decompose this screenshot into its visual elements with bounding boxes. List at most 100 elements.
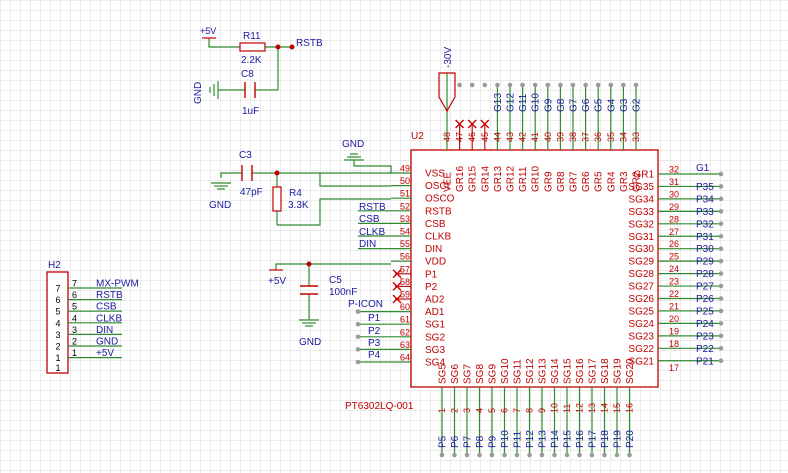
- ic-pin-name: SG28: [628, 269, 654, 280]
- net-end-dot: [718, 246, 724, 251]
- din-ic-net-label: DIN: [359, 239, 376, 250]
- ic-pin-number: 9: [537, 408, 547, 413]
- c8-capacitor[interactable]: [244, 82, 256, 98]
- ic-pin-number: 61: [400, 315, 410, 325]
- net-end-dot: [718, 358, 724, 364]
- net-end-dot: [633, 82, 639, 88]
- ic-pin-name: SG4: [425, 358, 445, 369]
- right-net-label: P21: [696, 356, 714, 367]
- gnd-symbol-top: [344, 153, 364, 161]
- ic-pin-number: 33: [631, 132, 641, 142]
- ic-u2-part: PT6302LQ-001: [345, 401, 414, 412]
- net-end-dot: [507, 82, 513, 88]
- ic-pin-name: SG7: [463, 364, 474, 384]
- header-net-label: CLKB: [96, 313, 122, 324]
- bottom-net-label: P11: [513, 431, 524, 448]
- top-net-label: G11: [518, 93, 529, 112]
- net-end-dot: [718, 258, 724, 264]
- net-end-dot: [718, 209, 724, 214]
- net-end-dot: [614, 452, 620, 458]
- c3-ref: C3: [239, 150, 252, 161]
- ic-pin-name: GR3: [619, 171, 630, 192]
- c8-ref: C8: [241, 69, 254, 80]
- no-connect-mark: [455, 119, 465, 129]
- net-end-dot: [355, 334, 361, 340]
- r4-resistor[interactable]: [272, 186, 282, 212]
- right-net-label: P31: [696, 232, 714, 243]
- top-net-label: G10: [531, 93, 542, 112]
- ic-pin-number: 48: [442, 132, 452, 142]
- ic-pin-number: 28: [669, 214, 679, 224]
- header-pin-index: 1: [55, 353, 60, 363]
- net-end-dot: [602, 452, 607, 458]
- right-net-label: P25: [696, 306, 714, 317]
- net-end-dot: [718, 333, 724, 339]
- ic-pin-name: AD2: [425, 295, 445, 306]
- ic-pin-number: 17: [669, 363, 679, 373]
- r11-resistor[interactable]: [239, 42, 266, 52]
- right-net-label: P32: [696, 219, 714, 230]
- no-connect-mark: [392, 294, 402, 304]
- ic-pin-number: 15: [612, 403, 622, 413]
- ic-pin-number: 7: [512, 408, 522, 413]
- ic-pin-name: SG2: [425, 332, 445, 343]
- net-end-dot: [520, 82, 525, 88]
- ic-pin-name: SG17: [588, 358, 599, 384]
- header-pin-index: 6: [55, 295, 60, 305]
- top-net-label: G5: [594, 98, 605, 112]
- net-end-dot: [718, 283, 724, 289]
- c5-capacitor[interactable]: [300, 285, 318, 295]
- net-end-dot: [502, 452, 507, 458]
- ic-pin-number: 64: [400, 353, 410, 363]
- ic-u2-body[interactable]: [410, 149, 659, 388]
- top-net-label: G6: [581, 98, 592, 112]
- r11-ref: R11: [243, 31, 261, 42]
- ic-pin-name: SG35: [628, 182, 654, 193]
- ic-pin-name: SG9: [488, 364, 499, 384]
- top-net-label: G2: [632, 98, 643, 112]
- net-end-dot: [457, 82, 462, 88]
- c3-capacitor[interactable]: [241, 165, 253, 181]
- net-end-dot: [718, 346, 724, 351]
- ic-pin-number: 21: [669, 301, 679, 311]
- top-net-label: G9: [543, 98, 554, 112]
- ic-pin-name: GR11: [518, 166, 529, 192]
- header-pin-number: 3: [72, 325, 77, 335]
- net-end-dot: [583, 82, 588, 88]
- ic-pin-number: 5: [487, 408, 497, 413]
- p3-net-label: P3: [368, 338, 381, 349]
- right-net-label: P24: [696, 319, 714, 330]
- c8-value: 1uF: [242, 106, 259, 117]
- ic-pin-number: 4: [475, 408, 485, 413]
- gnd-symbol-left: [209, 81, 219, 99]
- net-end-dot: [464, 452, 470, 458]
- bottom-net-label: P9: [488, 435, 499, 448]
- net-end-dot: [355, 359, 361, 365]
- ic-pin-number: 47: [455, 132, 465, 142]
- gnd-net-label-osc: GND: [209, 200, 231, 211]
- ic-pin-number: 59: [400, 290, 410, 300]
- ic-pin-number: 42: [518, 132, 528, 142]
- r11-c8-section: +5V R11 2.2K RSTB C8 1uF GND: [193, 26, 323, 117]
- gnd-net-label-c5: GND: [299, 337, 321, 348]
- ic-pin-number: 10: [550, 403, 560, 413]
- bottom-net-label: P13: [538, 430, 549, 448]
- ic-pin-number: 52: [400, 201, 410, 211]
- right-net-label: P35: [696, 182, 714, 193]
- header-pin-index: 2: [55, 342, 60, 352]
- ic-pin-name: GR14: [480, 165, 491, 192]
- no-connect-mark: [392, 269, 402, 279]
- net-end-dot: [718, 184, 724, 189]
- ic-pin-name: SG29: [628, 257, 654, 268]
- net-end-dot: [577, 452, 582, 458]
- minus30v-net-label: -30V: [443, 47, 454, 68]
- ic-pin-number: 11: [562, 404, 572, 413]
- right-net-label: G1: [696, 163, 710, 174]
- bottom-net-label: P14: [550, 430, 561, 448]
- plus5v-net-label: +5V: [200, 26, 216, 36]
- ic-pin-number: 36: [593, 132, 603, 142]
- ic-pin-number: 14: [600, 403, 610, 413]
